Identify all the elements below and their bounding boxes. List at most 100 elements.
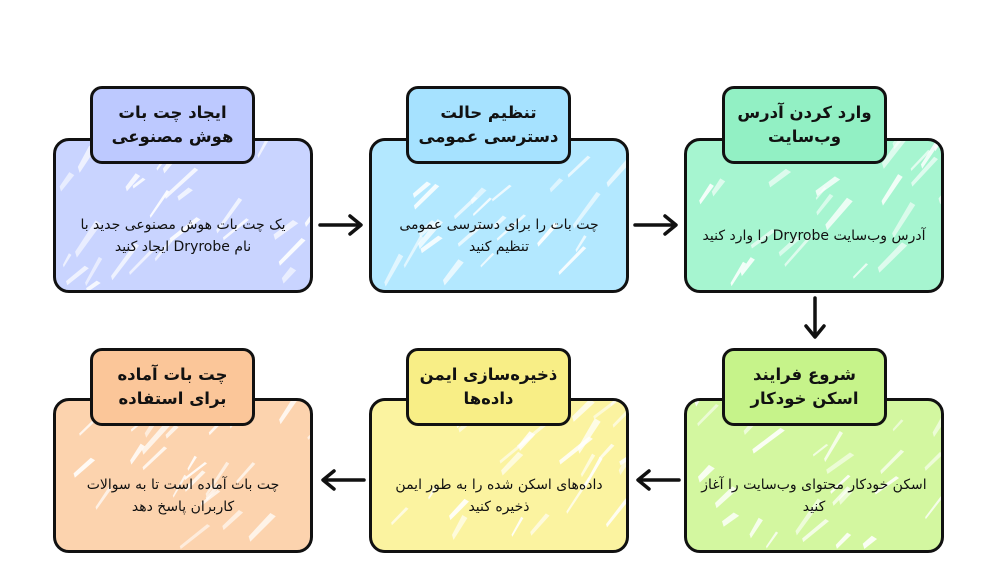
scribble-stroke	[501, 451, 524, 476]
arrow-left-icon	[321, 469, 366, 491]
arrow-right-icon	[633, 214, 678, 236]
scribble-stroke	[184, 470, 206, 492]
arrow-left-icon	[636, 469, 681, 491]
scribble-stroke	[537, 222, 559, 247]
step-title-secure-data-storage: ذخیره‌سازی ایمن داده‌ها	[406, 348, 571, 426]
scribble-stroke	[768, 168, 792, 188]
scribble-stroke	[892, 419, 904, 432]
scribble-stroke	[619, 456, 626, 466]
scribble-stroke	[711, 178, 726, 197]
scribble-stroke	[257, 141, 269, 159]
scribble-stroke	[862, 535, 878, 549]
scribble-stroke	[575, 235, 587, 253]
scribble-stroke	[606, 497, 626, 528]
scribble-stroke	[307, 434, 310, 440]
scribble-stroke	[111, 243, 140, 281]
step-title-start-auto-scan: شروع فرایند اسکن خودکار	[722, 348, 887, 426]
scribble-stroke	[572, 401, 595, 422]
scribble-stroke	[934, 141, 941, 152]
scribble-stroke	[59, 172, 75, 192]
scribble-stroke	[752, 427, 785, 454]
scribble-stroke	[881, 174, 903, 206]
scribble-stroke	[802, 518, 830, 543]
scribble-stroke	[784, 234, 813, 267]
scribble-stroke	[278, 238, 306, 266]
scribble-stroke	[420, 235, 443, 254]
scribble-stroke	[480, 252, 495, 268]
scribble-stroke	[418, 219, 443, 249]
scribble-stroke	[722, 512, 740, 527]
scribble-stroke	[832, 486, 851, 506]
scribble-stroke	[384, 253, 404, 287]
scribble-stroke	[216, 197, 243, 234]
scribble-stroke	[911, 156, 939, 187]
scribble-stroke	[830, 474, 851, 494]
scribble-stroke	[187, 455, 197, 471]
scribble-stroke	[222, 509, 244, 531]
scribble-stroke	[493, 215, 507, 229]
scribble-stroke	[511, 516, 524, 537]
scribble-stroke	[881, 141, 906, 169]
scribble-stroke	[910, 149, 931, 172]
scribble-stroke	[559, 436, 593, 465]
scribble-stroke	[62, 253, 72, 268]
scribble-stroke	[697, 464, 715, 483]
scribble-stroke	[749, 517, 763, 539]
scribble-stroke	[566, 477, 591, 514]
scribble-stroke	[558, 246, 587, 276]
scribble-stroke	[697, 403, 719, 427]
scribble-stroke	[778, 236, 801, 257]
step-card-set-public-access: چت بات را برای دسترسی عمومی تنظیم کنید	[369, 138, 629, 293]
scribble-stroke	[95, 486, 112, 510]
scribble-stroke	[452, 514, 468, 540]
scribble-stroke	[826, 452, 855, 475]
scribble-stroke	[449, 498, 469, 521]
scribble-stroke	[66, 265, 89, 286]
scribble-stroke	[853, 263, 869, 279]
scribble-stroke	[200, 489, 221, 506]
scribble-stroke	[567, 155, 591, 178]
scribble-stroke	[413, 183, 440, 210]
scribble-stroke	[169, 217, 201, 243]
scribble-stroke	[184, 462, 208, 481]
scribble-stroke	[125, 173, 141, 192]
scribble-stroke	[812, 443, 829, 457]
scribble-stroke	[618, 457, 626, 476]
scribble-stroke	[205, 483, 221, 501]
scribble-stroke	[766, 531, 779, 549]
scribble-stroke	[610, 401, 617, 407]
scribble-stroke	[179, 524, 211, 550]
scribble-stroke	[714, 486, 738, 509]
scribble-stroke	[428, 485, 438, 500]
scribble-stroke	[172, 474, 187, 498]
scribble-stroke	[130, 443, 145, 465]
scribble-stroke	[142, 446, 168, 471]
step-description: اسکن خودکار محتوای وب‌سایت را آغاز کنید	[701, 476, 927, 515]
scribble-stroke	[530, 513, 550, 536]
scribble-stroke	[516, 419, 552, 449]
step-description: داده‌های اسکن شده را به طور ایمن ذخیره ک…	[395, 476, 603, 515]
scribble-stroke	[877, 242, 908, 273]
scribble-stroke	[391, 507, 409, 526]
scribble-stroke	[730, 261, 747, 287]
scribble-stroke	[572, 191, 601, 229]
scribble-stroke	[622, 499, 626, 507]
scribble-stroke	[248, 512, 276, 542]
scribble-stroke	[825, 197, 853, 231]
scribble-stroke	[924, 451, 941, 471]
step-description: چت بات را برای دسترسی عمومی تنظیم کنید	[399, 216, 599, 255]
scribble-stroke	[815, 187, 827, 200]
scribble-stroke	[279, 401, 297, 425]
scribble-stroke	[932, 417, 941, 438]
scribble-stroke	[472, 197, 492, 217]
scribble-stroke	[593, 401, 619, 420]
scribble-stroke	[205, 461, 230, 497]
scribble-stroke	[442, 259, 464, 286]
scribble-stroke	[920, 141, 941, 169]
scribble-stroke	[795, 498, 823, 536]
scribble-stroke	[577, 418, 601, 454]
scribble-stroke	[880, 449, 905, 475]
scribble-stroke	[164, 167, 199, 199]
scribble-stroke	[412, 181, 432, 198]
